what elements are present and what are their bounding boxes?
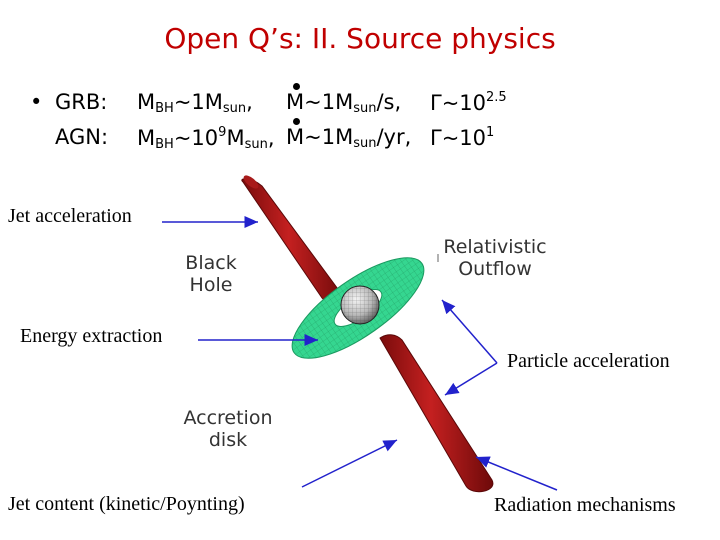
- particle-acceleration-label: Particle acceleration: [507, 350, 670, 372]
- black-hole-label: Black Hole: [185, 252, 237, 296]
- energy-extraction-label: Energy extraction: [20, 325, 163, 347]
- jet-content-label: Jet content (kinetic/Poynting): [8, 493, 245, 515]
- agn-row: AGN: MBH~109Msun, M~1Msun/yr, Γ~101: [30, 118, 590, 155]
- arrow-particle-acceleration-up: [441, 299, 498, 364]
- annotation-arrows: [162, 216, 558, 491]
- black-hole: [340, 285, 380, 325]
- mdot-symbol: M: [286, 118, 305, 149]
- lower-jet: [379, 334, 494, 493]
- arrow-particle-acceleration-down: [444, 362, 498, 396]
- grb-row: • GRB: MBH~1Msun, M~1Msun/s, Γ~102.5: [30, 83, 590, 120]
- relativistic-outflow-label: Relativistic Outflow: [443, 236, 547, 280]
- mdot-symbol: M: [286, 83, 305, 114]
- bullet: •: [30, 90, 43, 114]
- arrow-jet-content: [301, 439, 398, 488]
- accretion-disk-label: Accretion disk: [183, 407, 273, 451]
- grb-label: GRB:: [55, 90, 108, 114]
- agn-mbh: MBH~109Msun,: [137, 125, 275, 152]
- agn-label: AGN:: [55, 125, 109, 149]
- grb-mdot: M~1Msun/s,: [286, 83, 402, 116]
- grb-mbh: MBH~1Msun,: [137, 90, 253, 116]
- arrow-radiation-mechanisms: [475, 456, 558, 491]
- upper-jet: [241, 175, 347, 303]
- jet-acceleration-label: Jet acceleration: [8, 205, 132, 227]
- radiation-mechanisms-label: Radiation mechanisms: [494, 494, 676, 516]
- agn-mdot: M~1Msun/yr,: [286, 118, 412, 151]
- slide-title: Open Q’s: II. Source physics: [164, 22, 556, 55]
- grb-gamma: Γ~102.5: [430, 90, 507, 115]
- agn-gamma: Γ~101: [430, 125, 495, 150]
